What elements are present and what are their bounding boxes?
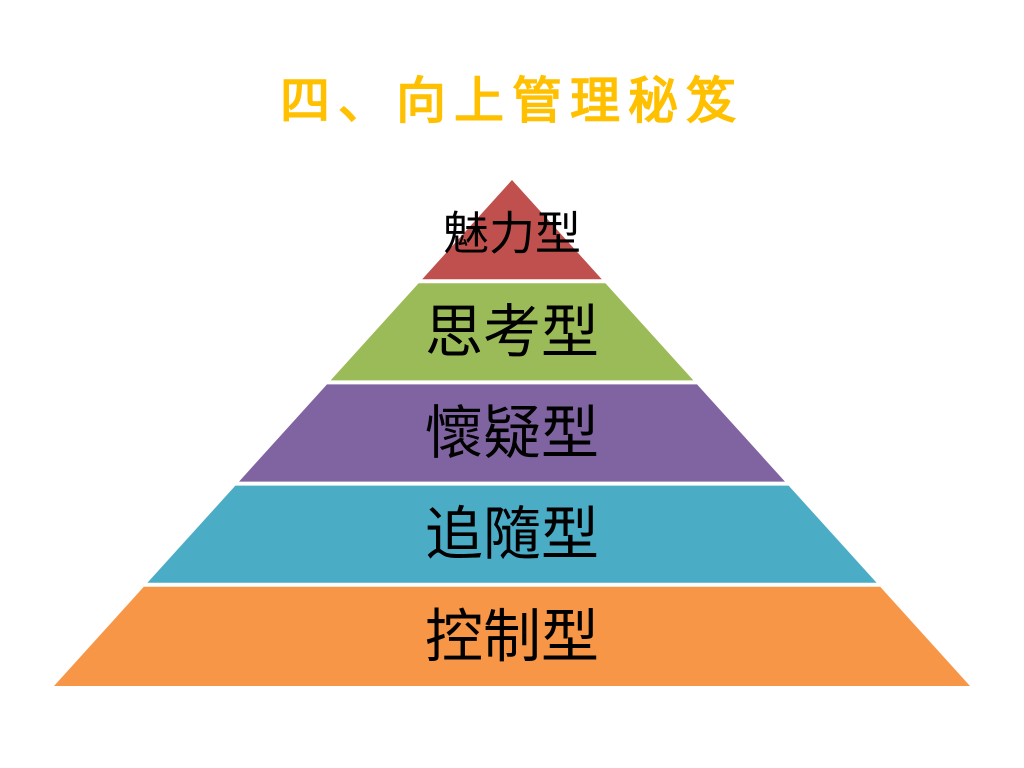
slide-title: 四、向上管理秘笈	[280, 71, 744, 130]
pyramid-tier-4	[147, 485, 877, 583]
pyramid-tier-label-5: 控制型	[425, 602, 599, 670]
pyramid-tier-3	[239, 384, 785, 482]
pyramid-tier-label-1: 魅力型	[443, 207, 581, 261]
pyramid-tier-label-3: 懷疑型	[425, 399, 599, 467]
pyramid-tier-2	[330, 283, 694, 381]
pyramid-tier-1	[422, 180, 602, 280]
pyramid-tier-label-2: 思考型	[425, 298, 599, 366]
pyramid-tier-5	[54, 586, 970, 686]
pyramid-tier-label-4: 追隨型	[425, 500, 599, 568]
